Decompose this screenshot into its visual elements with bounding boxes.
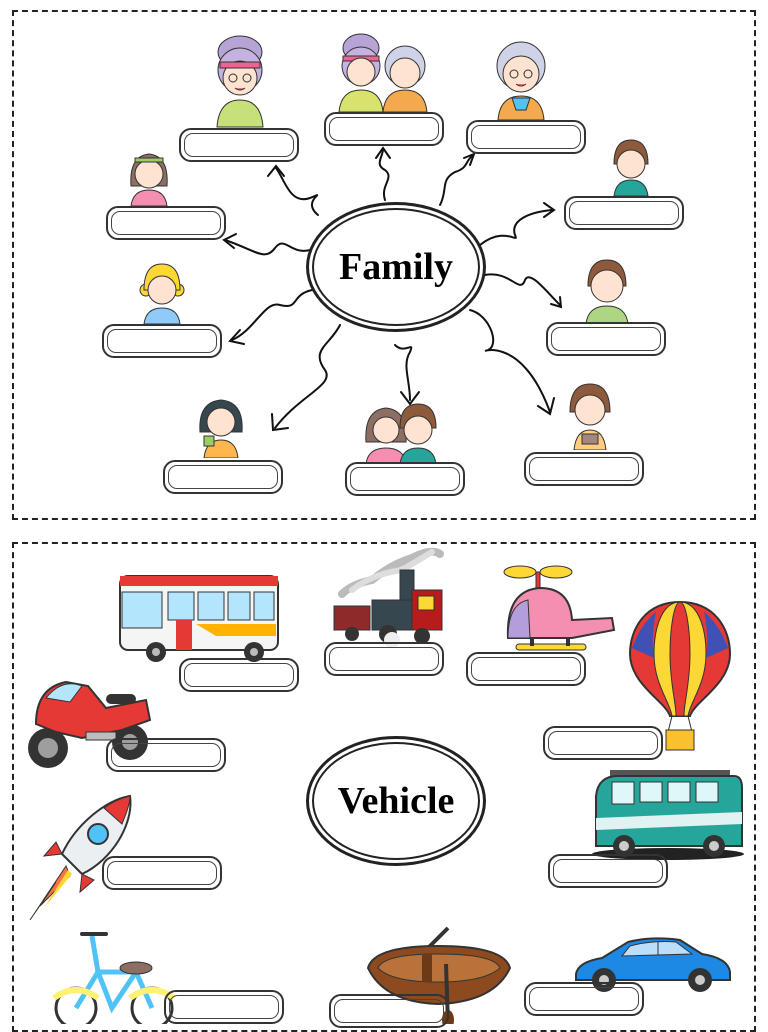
camper-van-icon [592, 770, 744, 860]
arrow-grandparents [378, 149, 390, 201]
arrow-grandmother [275, 167, 319, 216]
baby-brother-icon [569, 383, 611, 450]
family-title: Family [339, 246, 453, 288]
answer-box-motorcycle[interactable] [106, 738, 226, 772]
rowboat-icon [366, 926, 512, 1024]
motorcycle-icon [28, 680, 152, 768]
answer-box-grandparents[interactable] [324, 112, 444, 146]
grandfather-icon [496, 41, 546, 120]
brother-icon [585, 259, 629, 324]
arrow-aunt [224, 239, 311, 256]
hot-air-balloon-icon [628, 600, 732, 751]
answer-box-car[interactable] [524, 982, 644, 1016]
arrow-baby [469, 309, 551, 413]
answer-box-helicopter[interactable] [466, 652, 586, 686]
arrow-brother [484, 273, 561, 306]
answer-box-aunt[interactable] [106, 206, 226, 240]
answer-box-bicycle[interactable] [164, 990, 284, 1024]
arrow-girl [231, 289, 313, 341]
family-panel [12, 10, 756, 520]
train-icon [333, 547, 444, 648]
girl-icon [139, 263, 185, 324]
answer-box-bus[interactable] [179, 658, 299, 692]
car-icon [575, 937, 731, 992]
bus-icon [119, 575, 279, 662]
answer-box-daughter[interactable] [163, 460, 283, 494]
answer-box-train[interactable] [324, 642, 444, 676]
answer-box-boy[interactable] [564, 196, 684, 230]
grandparents-couple-icon [338, 33, 428, 112]
answer-box-grandmother[interactable] [179, 128, 299, 162]
answer-box-van[interactable] [548, 854, 668, 888]
bicycle-icon [52, 932, 176, 1024]
answer-box-brother[interactable] [546, 322, 666, 356]
answer-box-balloon[interactable] [543, 726, 663, 760]
answer-box-rocket[interactable] [102, 856, 222, 890]
answer-box-rowboat[interactable] [329, 994, 449, 1028]
arrow-grandfather [439, 155, 473, 206]
vehicle-hub: Vehicle [306, 736, 486, 866]
arrow-boy [479, 209, 553, 246]
answer-box-baby-brother[interactable] [524, 452, 644, 486]
aunt-icon [130, 153, 168, 206]
answer-box-grandfather[interactable] [466, 120, 586, 154]
arrow-parents [394, 344, 413, 401]
boy-icon [613, 139, 649, 196]
answer-box-parents[interactable] [345, 462, 465, 496]
helicopter-icon [503, 565, 616, 651]
parents-couple-icon [365, 403, 437, 464]
vehicle-title: Vehicle [337, 780, 455, 822]
answer-box-girl[interactable] [102, 324, 222, 358]
rocket-icon [29, 794, 132, 921]
grandmother-icon [216, 35, 264, 128]
daughter-icon [199, 399, 243, 458]
family-hub: Family [306, 202, 486, 332]
arrow-daughter [274, 324, 341, 429]
